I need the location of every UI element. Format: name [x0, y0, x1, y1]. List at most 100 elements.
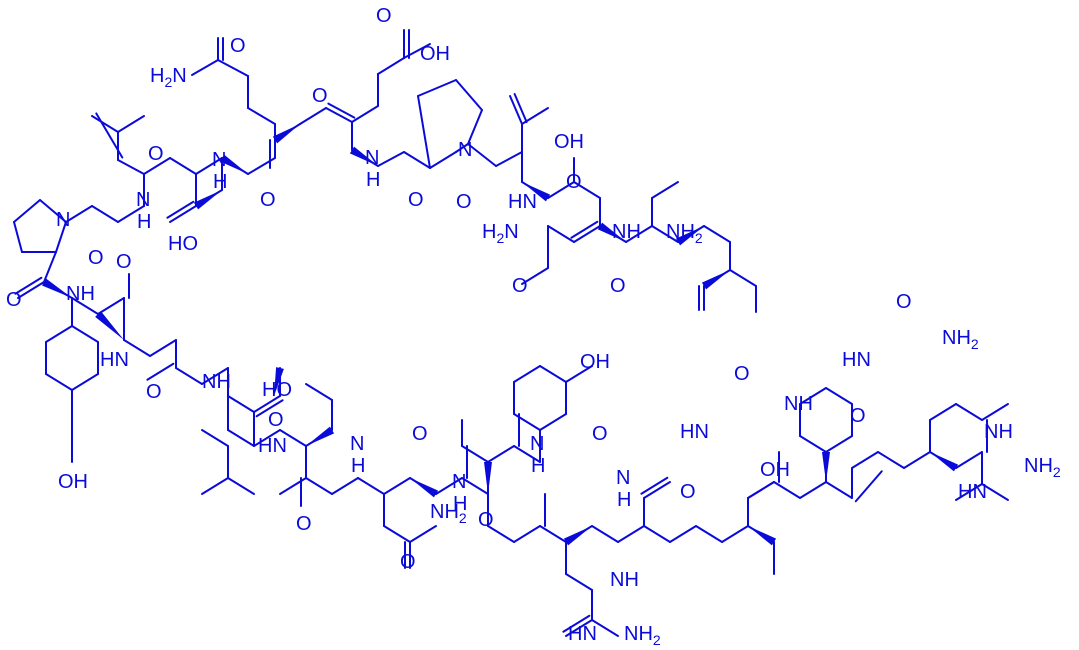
atom-label-ho-thr1: HO	[168, 233, 198, 255]
bond	[799, 435, 827, 453]
bond	[747, 481, 775, 499]
bond	[357, 477, 385, 495]
stereo-wedge-bond	[597, 222, 626, 242]
atom-label-o-leu: O	[268, 409, 284, 431]
atom-label-nh2-arg1-guan: NH2	[624, 623, 661, 648]
bond	[217, 59, 249, 77]
bond	[45, 325, 73, 343]
atom-label-oh-ser2: OH	[760, 459, 790, 481]
atom-label-nh-asn1: N	[350, 433, 364, 455]
bond	[325, 107, 353, 123]
bond	[117, 115, 145, 133]
atom-label-oh-ser1: HO	[262, 379, 292, 401]
atom-label-n-pro1: N	[56, 209, 70, 231]
atom-label-nh-glu: N	[365, 147, 379, 169]
bond	[91, 115, 119, 133]
atom-label-o-glu-co: O	[312, 85, 328, 107]
bond	[669, 525, 697, 543]
stereo-wedge-bond	[522, 182, 551, 202]
atom-label-o-pro1: O	[6, 289, 22, 311]
atom-label-o-arg1: O	[592, 423, 608, 445]
bond	[43, 251, 57, 283]
atom-label-o-gly1: O	[146, 381, 162, 403]
bond	[17, 281, 45, 299]
bond	[729, 269, 757, 287]
bond	[71, 373, 99, 391]
bond	[299, 107, 327, 125]
bond	[149, 339, 177, 357]
bond	[39, 199, 67, 223]
stereo-wedge-bond	[272, 124, 300, 144]
bond	[854, 470, 883, 503]
bond	[377, 151, 405, 167]
bond	[773, 481, 801, 499]
bond	[201, 367, 229, 385]
atom-label-hn-arg2: HN	[842, 349, 871, 371]
bond	[640, 476, 669, 495]
bond	[13, 221, 23, 253]
atom-label-o-gln-co: O	[260, 189, 276, 211]
bond	[565, 573, 593, 591]
atom-label-nh-gly2-h: H	[617, 489, 631, 511]
atom-label-oh-tyr1: OH	[58, 471, 88, 493]
atom-label-o-glu-acid: O	[376, 5, 392, 27]
bond	[169, 205, 197, 223]
bond	[435, 477, 463, 495]
bond	[417, 95, 431, 169]
atom-label-o-gly2: O	[680, 481, 696, 503]
atom-label-nh2-ile: NH2	[666, 221, 703, 246]
bond	[825, 481, 853, 499]
atom-label-nh-glu-h: H	[366, 169, 380, 191]
bond	[981, 483, 1009, 501]
atom-label-oh-tyr2: OH	[580, 351, 610, 373]
bond	[383, 477, 411, 495]
atom-label-nh-tyr2-h: H	[453, 493, 467, 515]
stereo-wedge-bond	[701, 270, 730, 290]
bond	[467, 109, 483, 145]
atom-label-o-thr1: O	[148, 143, 164, 165]
bond	[461, 445, 489, 463]
atom-label-nh-leu: NH	[202, 371, 231, 393]
bond	[195, 157, 223, 175]
bond	[513, 413, 541, 431]
atom-label-o-val: O	[88, 247, 104, 269]
bond	[429, 151, 457, 169]
stereo-wedge-bond	[306, 426, 335, 446]
bond	[45, 373, 73, 391]
atom-label-hn-arg1-guan: HN	[568, 623, 597, 645]
bond	[695, 525, 723, 543]
bond	[495, 151, 523, 167]
bond	[191, 59, 219, 76]
atom-label-hn-ser2: HN	[680, 421, 709, 443]
stereo-wedge-bond	[193, 190, 222, 210]
bond	[467, 143, 497, 167]
bond	[227, 429, 255, 447]
atom-label-o-tyr2: O	[478, 509, 494, 531]
stereo-wedge-bond	[410, 478, 439, 498]
atom-label-nh-arg1-h: H	[531, 455, 545, 477]
bond	[253, 395, 281, 413]
stereo-wedge-bond	[95, 311, 124, 340]
atom-label-nh-tyr2: N	[452, 471, 466, 493]
atom-label-nh-gly2: N	[616, 467, 630, 489]
bond	[461, 477, 489, 495]
atom-label-hn-thr2: HN	[508, 191, 537, 213]
bond	[255, 399, 284, 418]
bond	[305, 383, 333, 401]
bond	[955, 451, 983, 469]
stereo-wedge-bond	[42, 278, 72, 298]
bond	[591, 525, 619, 543]
bond	[955, 403, 983, 421]
bond	[227, 477, 255, 495]
bond	[721, 525, 749, 543]
atom-label-h2n-asn2: H2N	[482, 221, 519, 246]
bond	[539, 413, 567, 431]
bond	[573, 225, 601, 243]
bond	[117, 205, 145, 223]
atom-label-nh-arg1-side: NH	[610, 569, 639, 591]
atom-label-o-asn2: O	[566, 171, 582, 193]
bond	[91, 205, 119, 223]
atom-label-o-ile: O	[610, 275, 626, 297]
